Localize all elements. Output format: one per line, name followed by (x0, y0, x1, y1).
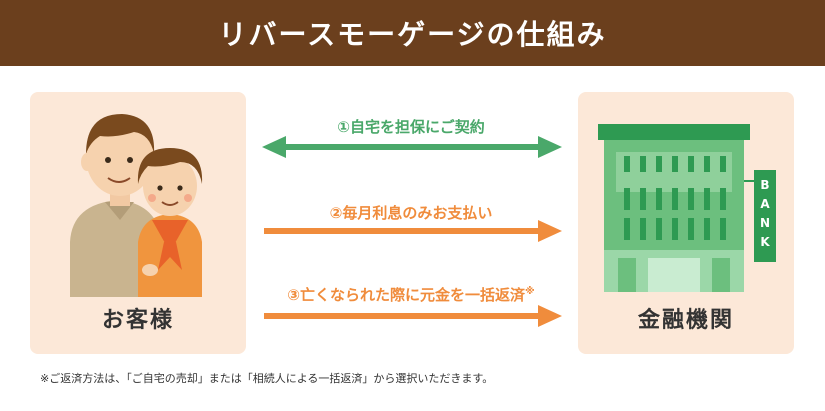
bank-sign-letter: B (760, 178, 770, 192)
customer-panel: お客様 (30, 92, 246, 354)
customer-label: お客様 (101, 308, 174, 333)
bank-sign: B A N K (754, 176, 776, 252)
flow-2-text: ②毎月利息のみお支払い (329, 204, 493, 222)
right-arrow-icon (264, 220, 562, 242)
page-title: リバースモーゲージの仕組み (218, 18, 607, 51)
flow-3-label: ③亡くなられた際に元金を一括返済※ (264, 284, 558, 305)
header-bar: リバースモーゲージの仕組み (0, 0, 825, 66)
double-arrow-icon (262, 136, 562, 158)
bank-sign-letter: K (760, 235, 770, 249)
couple-illustration (70, 114, 203, 297)
bank-building-illustration (598, 124, 776, 292)
flow-3-mark: ※ (524, 286, 535, 297)
flow-2-label: ②毎月利息のみお支払い (264, 202, 558, 223)
flow-1-text: ①自宅を担保にご契約 (337, 118, 485, 136)
bank-panel: B A N K 金融機関 (578, 92, 794, 354)
bank-label: 金融機関 (637, 308, 734, 333)
bank-sign-letter: N (759, 216, 771, 230)
flow-3-text: ③亡くなられた際に元金を一括返済 (287, 286, 525, 304)
footnote: ※ご返済方法は、「ご自宅の売却」または「相続人による一括返済」から選択いただきま… (40, 372, 494, 385)
bank-sign-letter: A (760, 197, 770, 211)
flow-1-label: ①自宅を担保にご契約 (264, 116, 558, 137)
right-arrow-icon (264, 305, 562, 327)
